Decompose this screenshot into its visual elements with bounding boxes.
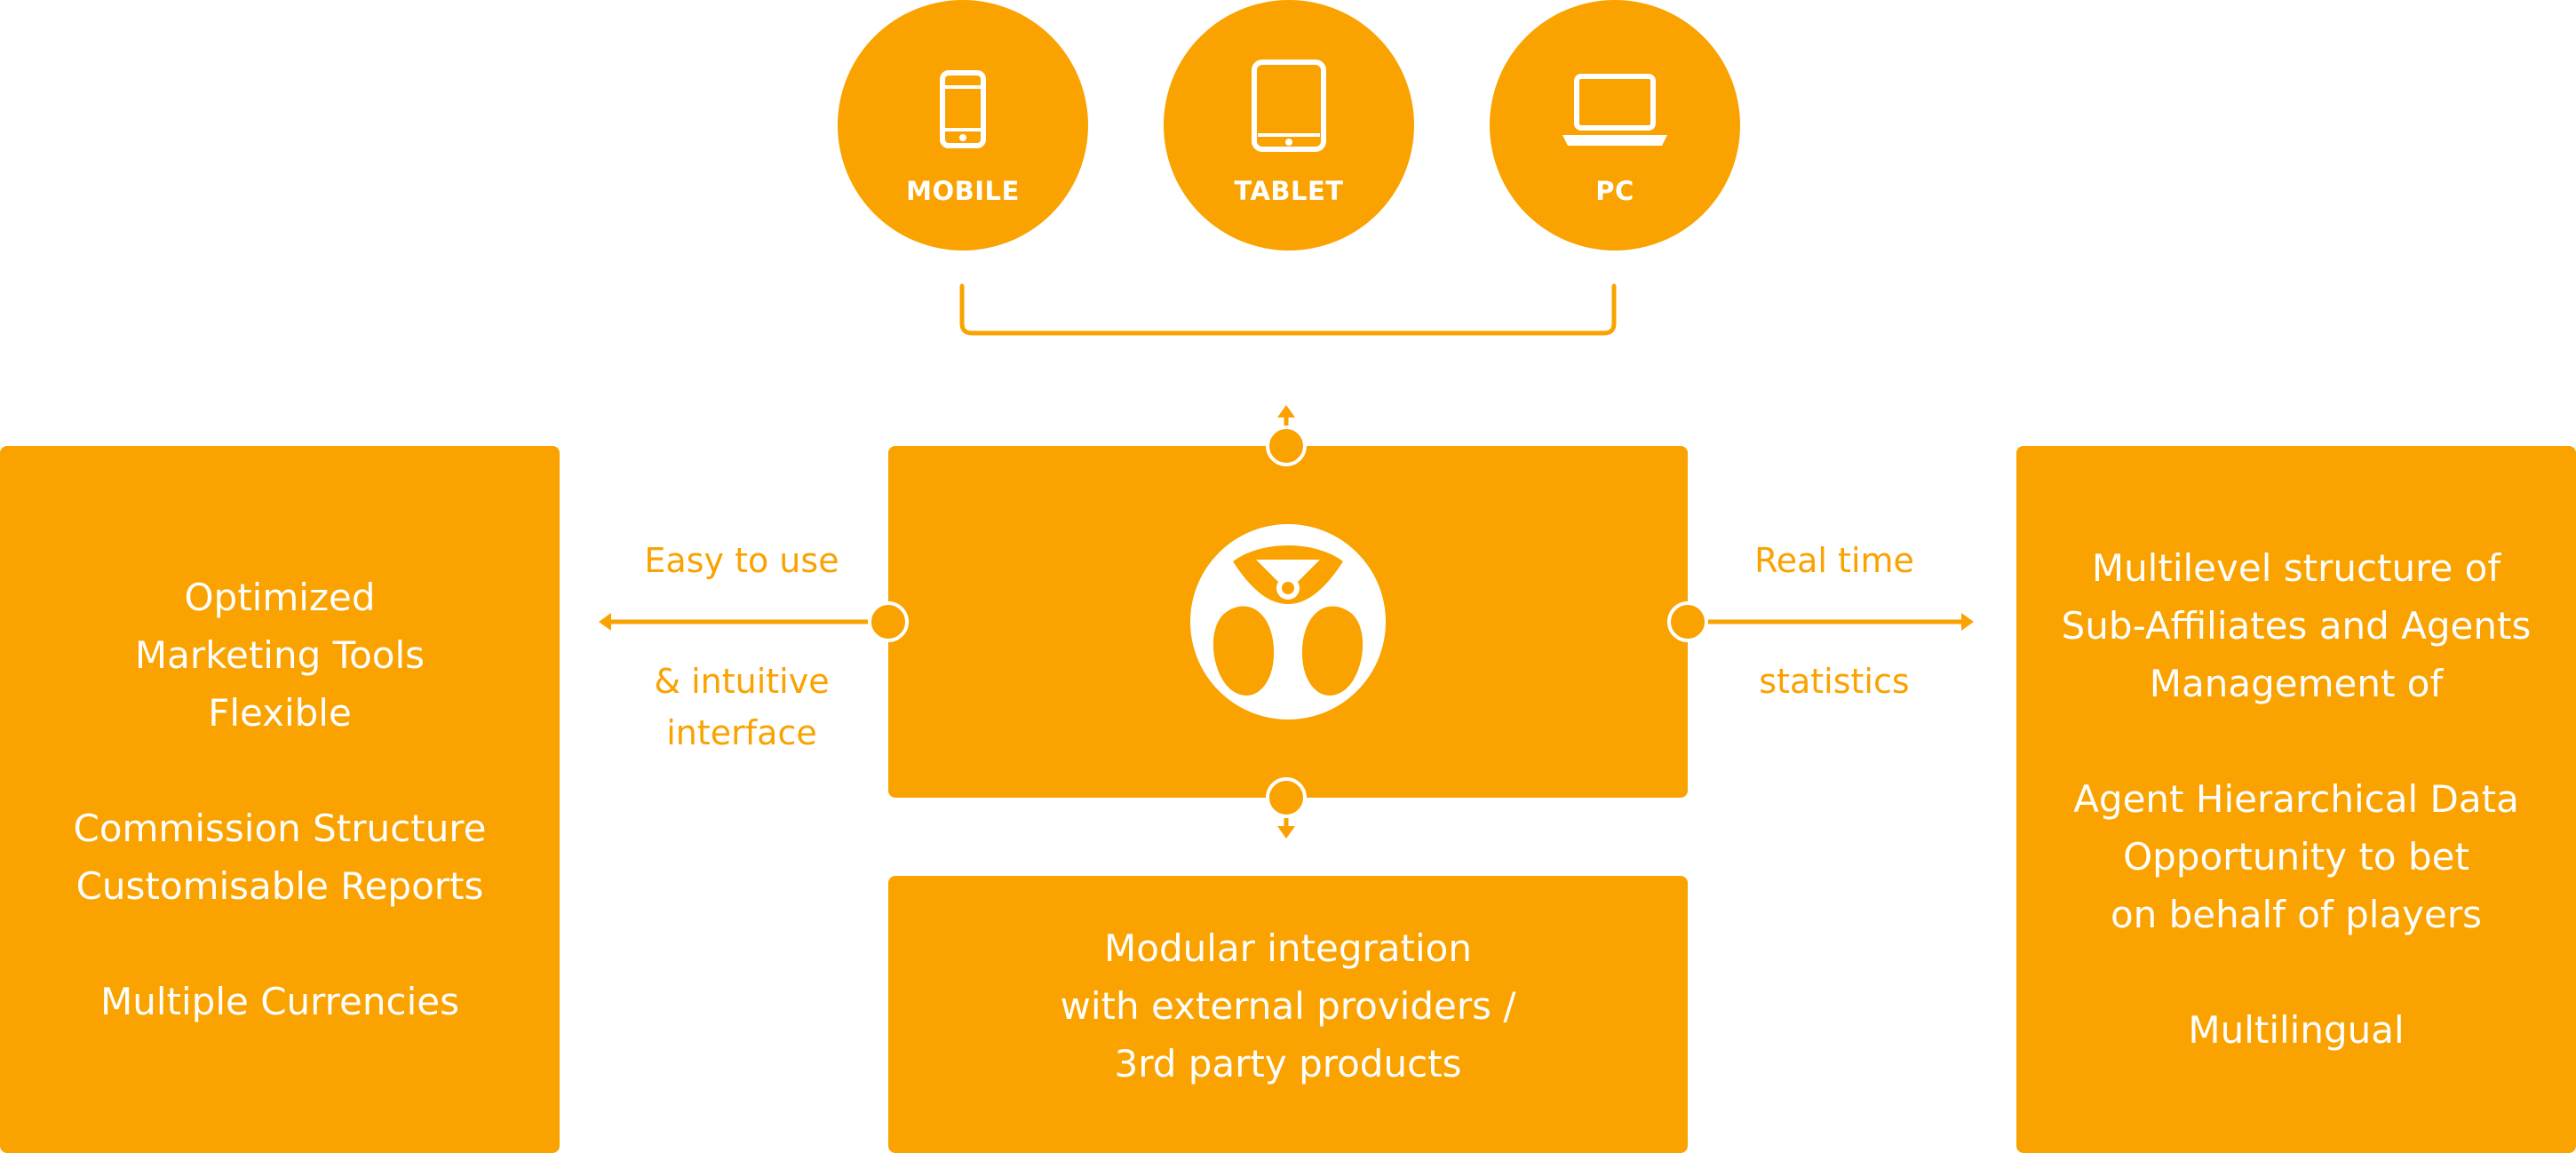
features-box-left: Optimized Marketing Tools Flexible Commi… bbox=[0, 446, 560, 1153]
integration-line: with external providers / bbox=[1060, 984, 1516, 1028]
connector-line: statistics bbox=[1759, 662, 1910, 701]
feature-line: on behalf of players bbox=[2110, 893, 2483, 936]
device-label: PC bbox=[1595, 176, 1634, 206]
connector-line: & intuitive bbox=[654, 662, 830, 701]
tablet-icon bbox=[1252, 60, 1326, 152]
left-connector-bottom-label: & intuitive interface bbox=[604, 656, 879, 759]
feature-line: Opportunity to bet bbox=[2123, 835, 2469, 879]
connector-node bbox=[1266, 425, 1307, 466]
device-bracket bbox=[959, 283, 1617, 336]
platform-box bbox=[888, 446, 1688, 798]
device-tablet: TABLET bbox=[1164, 0, 1414, 250]
arrow-right-icon bbox=[926, 613, 938, 631]
feature-line: Multiple Currencies bbox=[100, 980, 459, 1023]
right-connector-bottom-label: statistics bbox=[1697, 656, 1972, 707]
connector-line: interface bbox=[666, 713, 817, 752]
connector-node bbox=[868, 601, 909, 642]
smartphone-icon bbox=[940, 70, 986, 148]
feature-line: Flexible bbox=[208, 691, 352, 735]
integration-line: Modular integration bbox=[1104, 926, 1472, 970]
feature-line: Commission Structure bbox=[73, 807, 487, 850]
connector-node bbox=[1667, 601, 1708, 642]
features-box-right: Multilevel structure of Sub-Affiliates a… bbox=[2016, 446, 2576, 1153]
device-pc: PC bbox=[1490, 0, 1740, 250]
feature-line: Sub-Affiliates and Agents bbox=[2061, 604, 2532, 648]
arrow-up-icon bbox=[1277, 751, 1295, 764]
device-mobile: MOBILE bbox=[838, 0, 1088, 250]
feature-line: Agent Hierarchical Data bbox=[2073, 777, 2519, 821]
features-list-right: Multilevel structure of Sub-Affiliates a… bbox=[2016, 539, 2576, 1059]
integration-box: Modular integration with external provid… bbox=[888, 876, 1688, 1153]
arrow-down-icon bbox=[1277, 826, 1295, 839]
device-label: MOBILE bbox=[906, 176, 1020, 206]
integration-text: Modular integration with external provid… bbox=[888, 919, 1688, 1093]
arrow-down-icon bbox=[1277, 478, 1295, 490]
integration-line: 3rd party products bbox=[1114, 1042, 1462, 1085]
features-list-left: Optimized Marketing Tools Flexible Commi… bbox=[0, 569, 560, 1030]
laptop-icon bbox=[1562, 74, 1667, 146]
arrow-left-icon bbox=[1638, 613, 1650, 631]
feature-line: Customisable Reports bbox=[76, 864, 484, 908]
left-connector-top-label: Easy to use bbox=[644, 541, 839, 580]
feature-line: Multilingual bbox=[2188, 1008, 2405, 1052]
feature-line: Management of bbox=[2149, 662, 2444, 705]
device-label: TABLET bbox=[1234, 176, 1344, 206]
arrow-right-icon bbox=[1961, 613, 1974, 631]
feature-line: Multilevel structure of bbox=[2091, 546, 2501, 590]
connector-node bbox=[1266, 777, 1307, 818]
arrow-left-icon bbox=[599, 613, 611, 631]
platform-logo-icon bbox=[1190, 524, 1386, 720]
feature-line: Marketing Tools bbox=[134, 633, 425, 677]
right-connector-top-label: Real time bbox=[1754, 541, 1914, 580]
feature-line: Optimized bbox=[184, 576, 376, 619]
arrow-up-icon bbox=[1277, 405, 1295, 417]
